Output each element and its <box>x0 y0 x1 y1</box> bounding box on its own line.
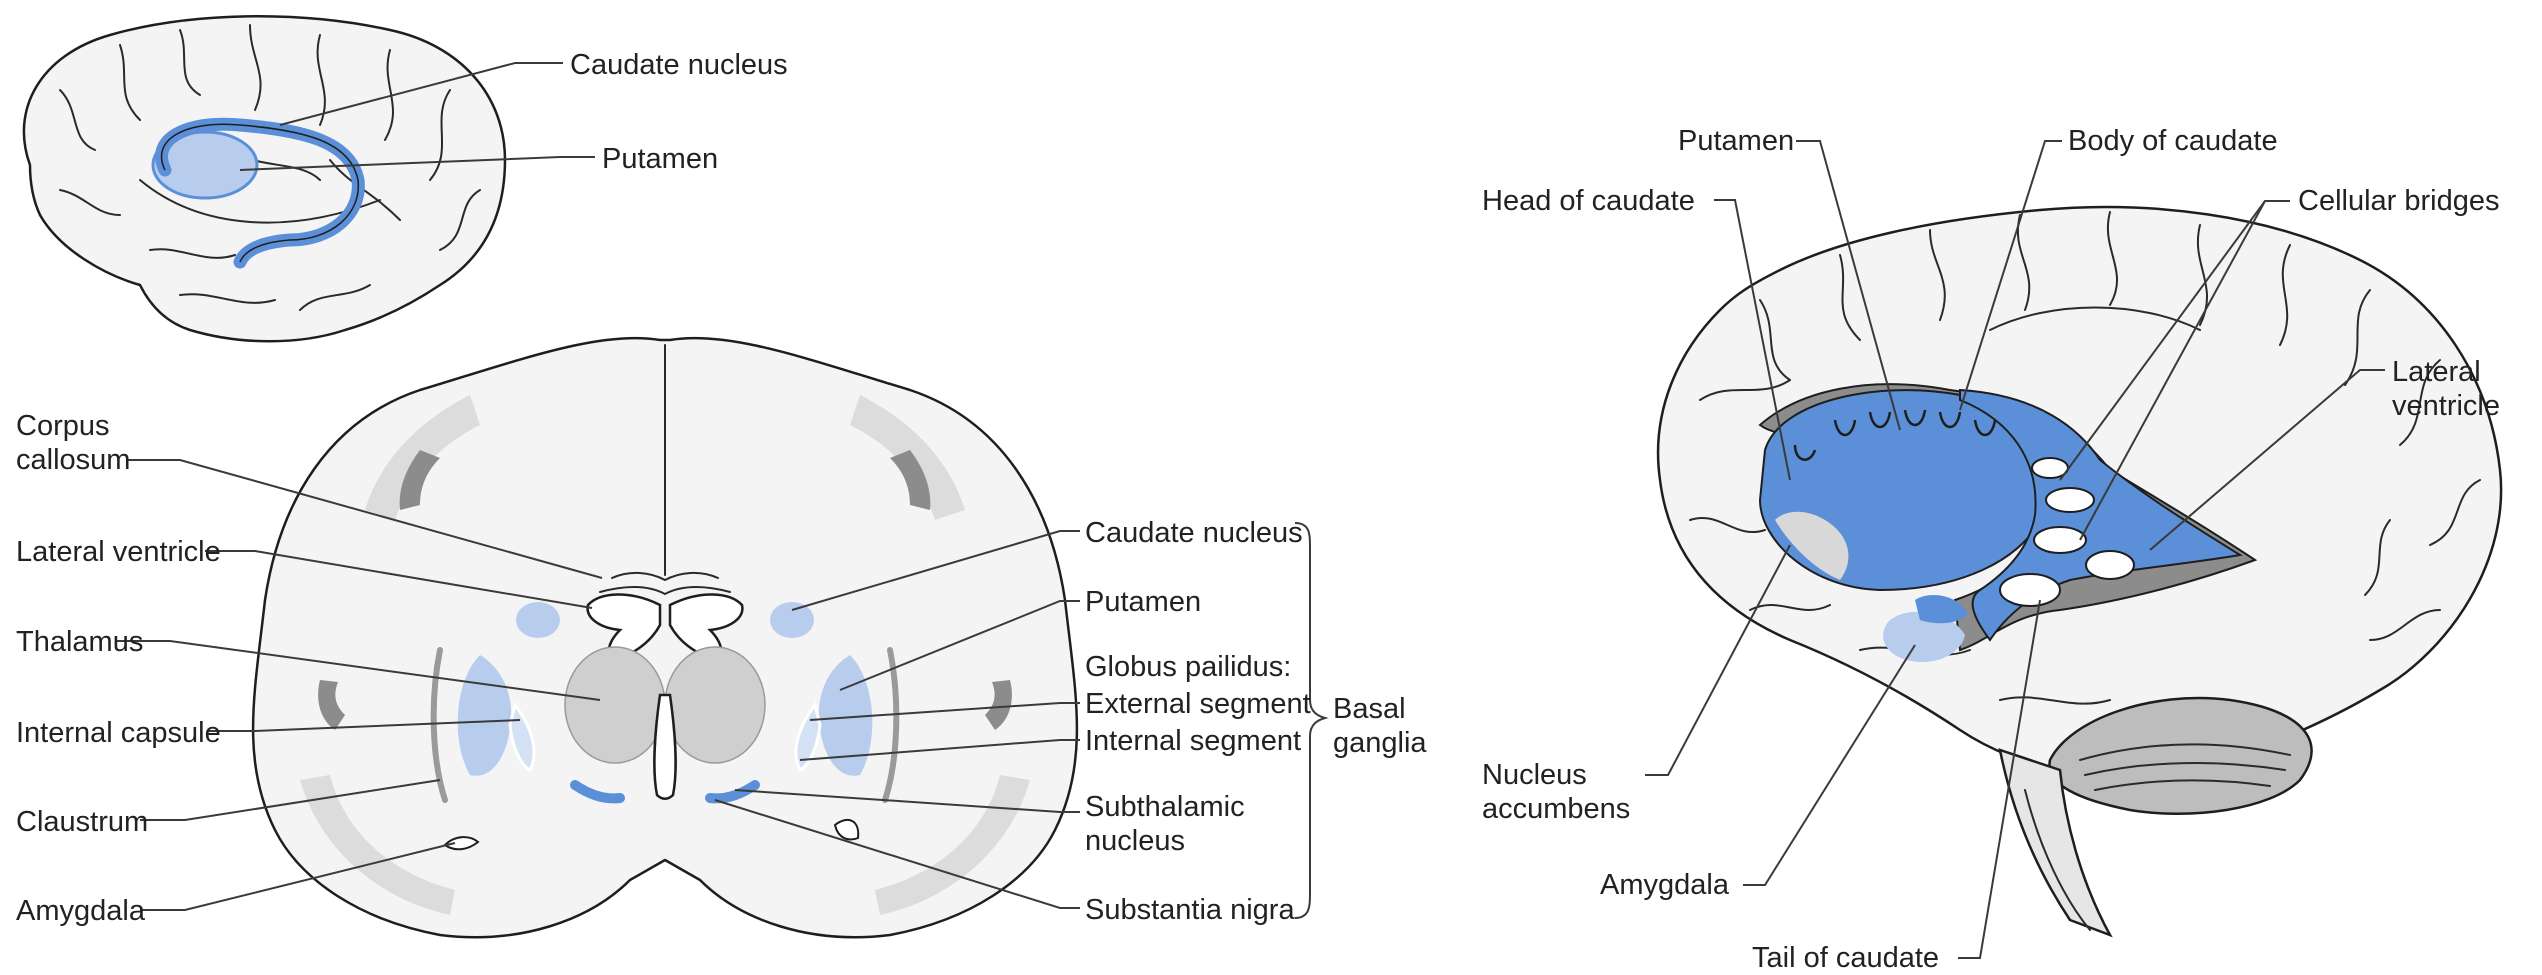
third-ventricle-shape <box>654 695 675 799</box>
substantia-nigra-label: Substantia nigra <box>1085 893 1295 927</box>
left-thalamus-shape <box>565 647 665 763</box>
right-caudate-shape <box>770 602 814 638</box>
internal-capsule-label: Internal capsule <box>16 716 221 750</box>
thalamus-label: Thalamus <box>16 625 143 659</box>
globus-pallidus-label: Globus pailidus: <box>1085 650 1291 684</box>
internal-segment-label: Internal segment <box>1085 724 1301 758</box>
cellular-bridges-label: Cellular bridges <box>2298 184 2500 218</box>
coronal-lateral-ventricle-label: Lateral ventricle <box>16 535 221 569</box>
lateral-brain-panel <box>24 16 505 341</box>
coronal-amygdala-label: Amygdala <box>16 894 145 928</box>
lateral-brain-outline <box>24 16 505 341</box>
lateral-putamen-label: Putamen <box>602 142 718 176</box>
left-caudate-shape <box>516 602 560 638</box>
three-d-amygdala-label: Amygdala <box>1600 868 1729 902</box>
three-d-lateral-ventricle-label: Lateral ventricle <box>2392 355 2500 423</box>
nucleus-accumbens-label: Nucleus accumbens <box>1482 758 1630 826</box>
coronal-caudate-nucleus-label: Caudate nucleus <box>1085 516 1303 550</box>
three-d-putamen-label: Putamen <box>1678 124 1794 158</box>
subthalamic-nucleus-label: Subthalamic nucleus <box>1085 790 1245 858</box>
coronal-section-panel <box>253 338 1077 937</box>
body-of-caudate-label: Body of caudate <box>2068 124 2278 158</box>
three-d-brain-panel <box>1658 207 2501 935</box>
coronal-putamen-label: Putamen <box>1085 585 1201 619</box>
right-thalamus-shape <box>665 647 765 763</box>
lateral-caudate-nucleus-label: Caudate nucleus <box>570 48 788 82</box>
corpus-callosum-label: Corpus callosum <box>16 409 130 477</box>
external-segment-label: External segment <box>1085 687 1311 721</box>
claustrum-label: Claustrum <box>16 805 148 839</box>
tail-of-caudate-label: Tail of caudate <box>1752 941 1939 975</box>
head-of-caudate-label: Head of caudate <box>1482 184 1695 218</box>
basal-ganglia-label: Basal ganglia <box>1333 692 1427 760</box>
